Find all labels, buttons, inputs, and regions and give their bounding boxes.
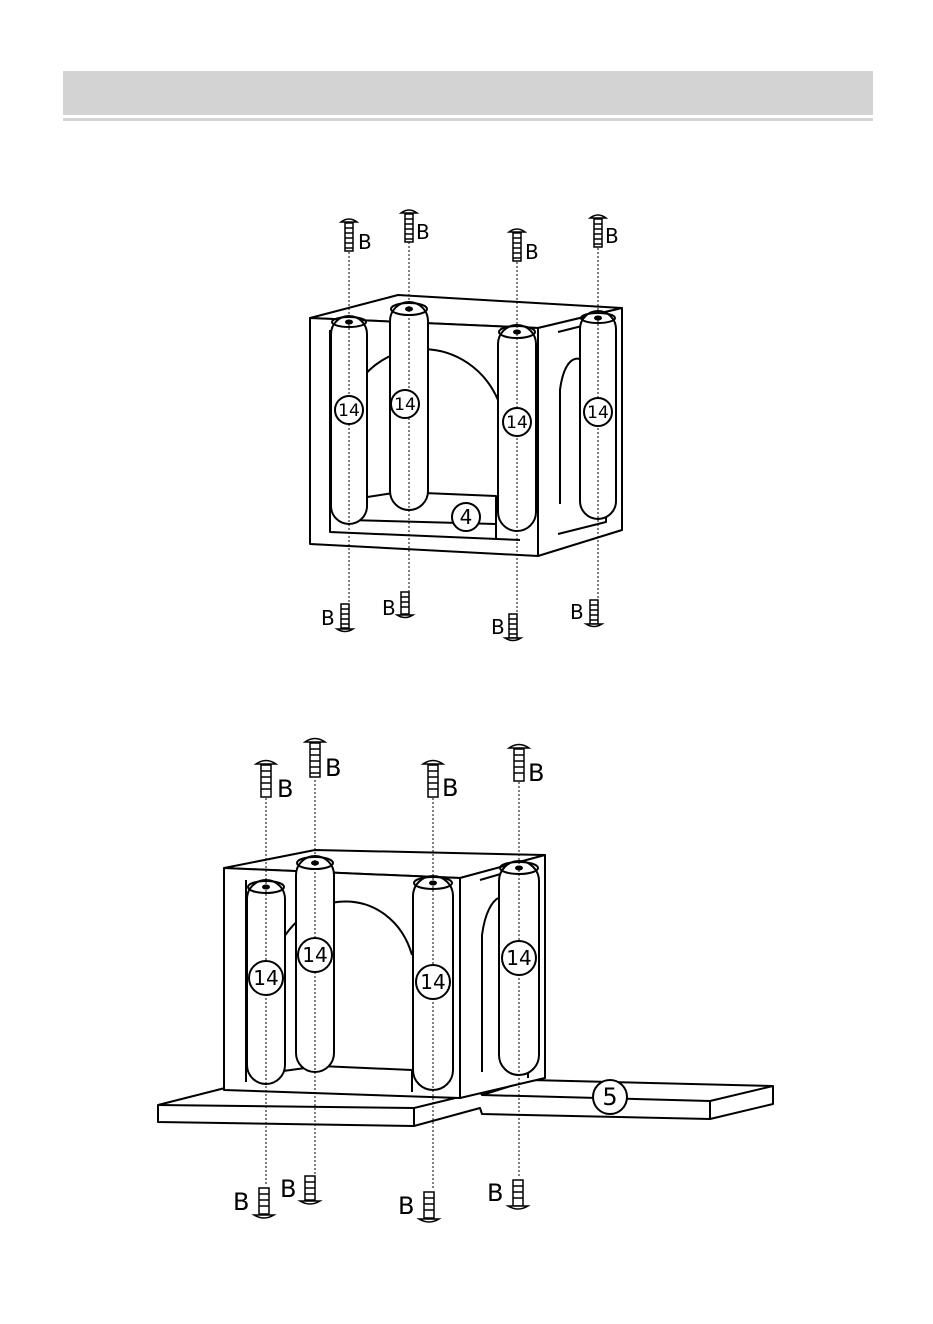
screw-label: B — [358, 230, 372, 254]
screw-icon — [509, 229, 525, 261]
dowel-label: 14 — [587, 403, 609, 423]
dowel-label: 14 — [253, 966, 278, 990]
dowel-label: 14 — [506, 946, 531, 970]
screw-label: B — [487, 1179, 503, 1207]
screw-label: B — [233, 1188, 249, 1216]
screw-icon — [300, 1176, 320, 1204]
assembly-diagram-step-1: 14 14 14 14 4 B B B B B B B B — [0, 200, 933, 660]
screw-label: B — [277, 775, 293, 803]
screw-icon — [341, 219, 357, 251]
panel-label: 5 — [602, 1083, 617, 1111]
screw-icon — [397, 592, 413, 618]
panel-label: 4 — [460, 505, 473, 529]
screw-label: B — [525, 240, 539, 264]
dowel-label: 14 — [420, 970, 445, 994]
screw-label: B — [416, 220, 430, 244]
header-bar — [63, 71, 873, 115]
screw-icon — [508, 1180, 528, 1209]
screw-icon — [586, 600, 602, 627]
screw-label: B — [382, 596, 396, 620]
screw-label: B — [528, 759, 544, 787]
dowel-label: 14 — [302, 943, 327, 967]
screw-icon — [590, 215, 606, 247]
screw-icon — [423, 761, 443, 798]
screw-icon — [401, 210, 417, 242]
header-rule — [63, 118, 873, 121]
screw-label: B — [605, 224, 619, 248]
screw-label: B — [398, 1192, 414, 1220]
screw-label: B — [321, 606, 335, 630]
dowel-label: 14 — [506, 413, 528, 433]
screw-label: B — [570, 600, 584, 624]
screw-label: B — [325, 754, 341, 782]
screw-icon — [419, 1192, 439, 1222]
dowel-label: 14 — [338, 401, 360, 421]
screw-icon — [254, 1188, 274, 1218]
screw-label: B — [491, 615, 505, 639]
screw-icon — [509, 745, 529, 782]
screw-label: B — [442, 774, 458, 802]
screw-icon — [256, 761, 276, 798]
screw-icon — [337, 604, 353, 632]
screw-icon — [305, 739, 325, 778]
screw-icon — [505, 614, 521, 641]
dowel-label: 14 — [394, 395, 416, 415]
screw-label: B — [280, 1175, 296, 1203]
assembly-diagram-step-2: 14 14 14 14 5 B B B B B B B B — [0, 730, 933, 1230]
